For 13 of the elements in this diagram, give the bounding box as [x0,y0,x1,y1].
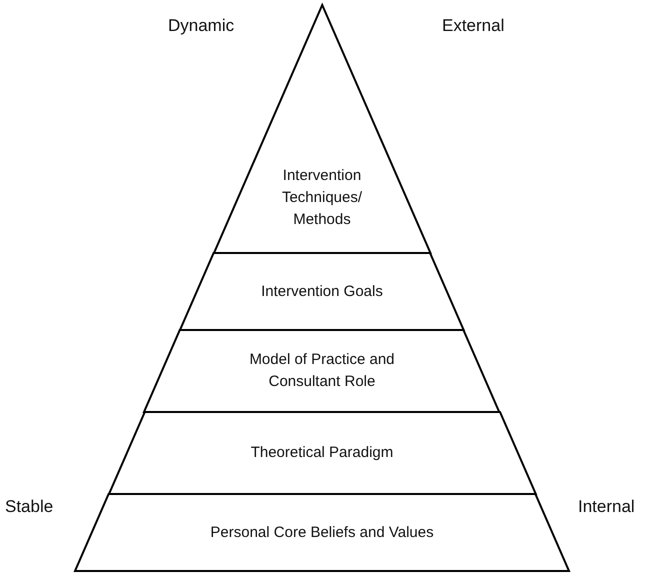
tier-label: Intervention Goals [261,282,383,302]
pyramid-tier [75,494,569,571]
tier-label: Model of Practice and Consultant Role [248,350,396,392]
axis-label: Stable [5,497,54,517]
pyramid-tier [144,330,500,412]
axis-label: Dynamic [168,16,234,36]
pyramid-tier [180,253,464,330]
pyramid-tier [108,412,536,494]
axis-label: Internal [578,497,635,517]
tier-label: Theoretical Paradigm [250,443,394,463]
tier-label: Personal Core Beliefs and Values [210,522,434,542]
tier-label: Intervention Techniques/ Methods [280,166,364,230]
axis-label: External [442,16,504,36]
